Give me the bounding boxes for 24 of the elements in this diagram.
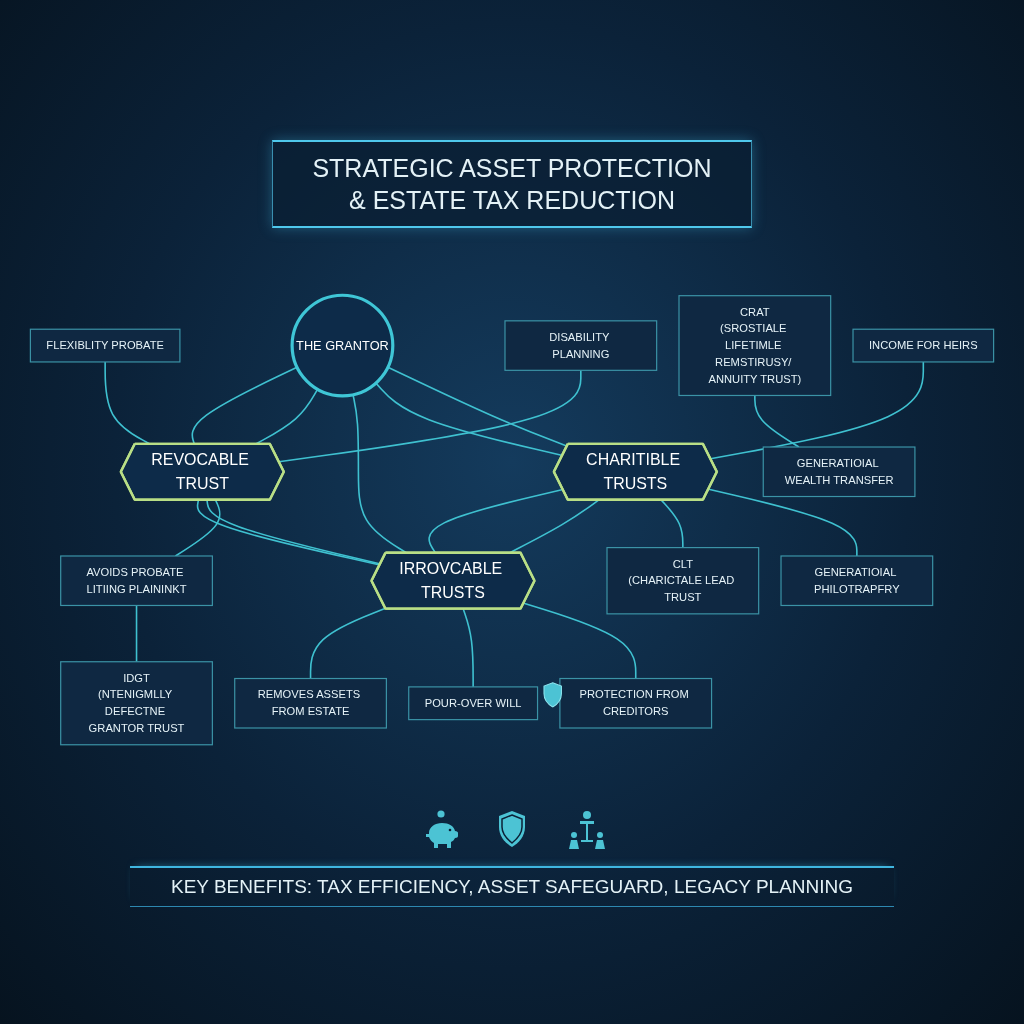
node-box: INCOME FOR HEIRS — [852, 328, 995, 363]
connector — [174, 499, 221, 557]
node-box: POUR-OVER WILL — [408, 686, 539, 721]
node-circle: THE GRANTOR — [290, 293, 395, 398]
caption: KEY BENEFITS: TAX EFFICIENCY, ASSET SAFEGUARD, LEGACY PLANNING — [130, 866, 894, 907]
node-box: AVOIDS PROBATE LITIING PLAININKT — [60, 555, 213, 607]
connector — [707, 488, 858, 557]
connector — [754, 394, 800, 448]
node-box: IDGT (NTENIGMLLY DEFECTNE GRANTOR TRUST — [60, 661, 213, 746]
node-box: CRAT (SROSTIALE LIFETIMLE REMSTIRUSY/ ANNUITY TRUST) — [678, 295, 832, 397]
connector — [278, 369, 582, 463]
title-banner: STRATEGIC ASSET PROTECTION & ESTATE TAX REDUCTION — [272, 140, 752, 228]
node-box: GENERATIOIAL WEALTH TRANSFER — [762, 446, 916, 498]
connector — [523, 602, 637, 680]
node-box: CLT (CHARICTALE LEAD TRUST — [606, 547, 760, 615]
node-box: DISABILITY PLANNING — [504, 320, 658, 371]
connector — [462, 608, 474, 688]
node-box: PROTECTION FROM CREDITORS — [559, 677, 713, 729]
node-box: GENERATIOIAL PHILOTRAPFRY — [780, 555, 934, 607]
connector — [135, 604, 138, 663]
connector — [309, 607, 387, 680]
connector — [660, 499, 684, 549]
node-box: REMOVES ASSETS FROM ESTATE — [234, 677, 387, 729]
node-box: FLEXIBLITY PROBATE — [29, 328, 181, 363]
